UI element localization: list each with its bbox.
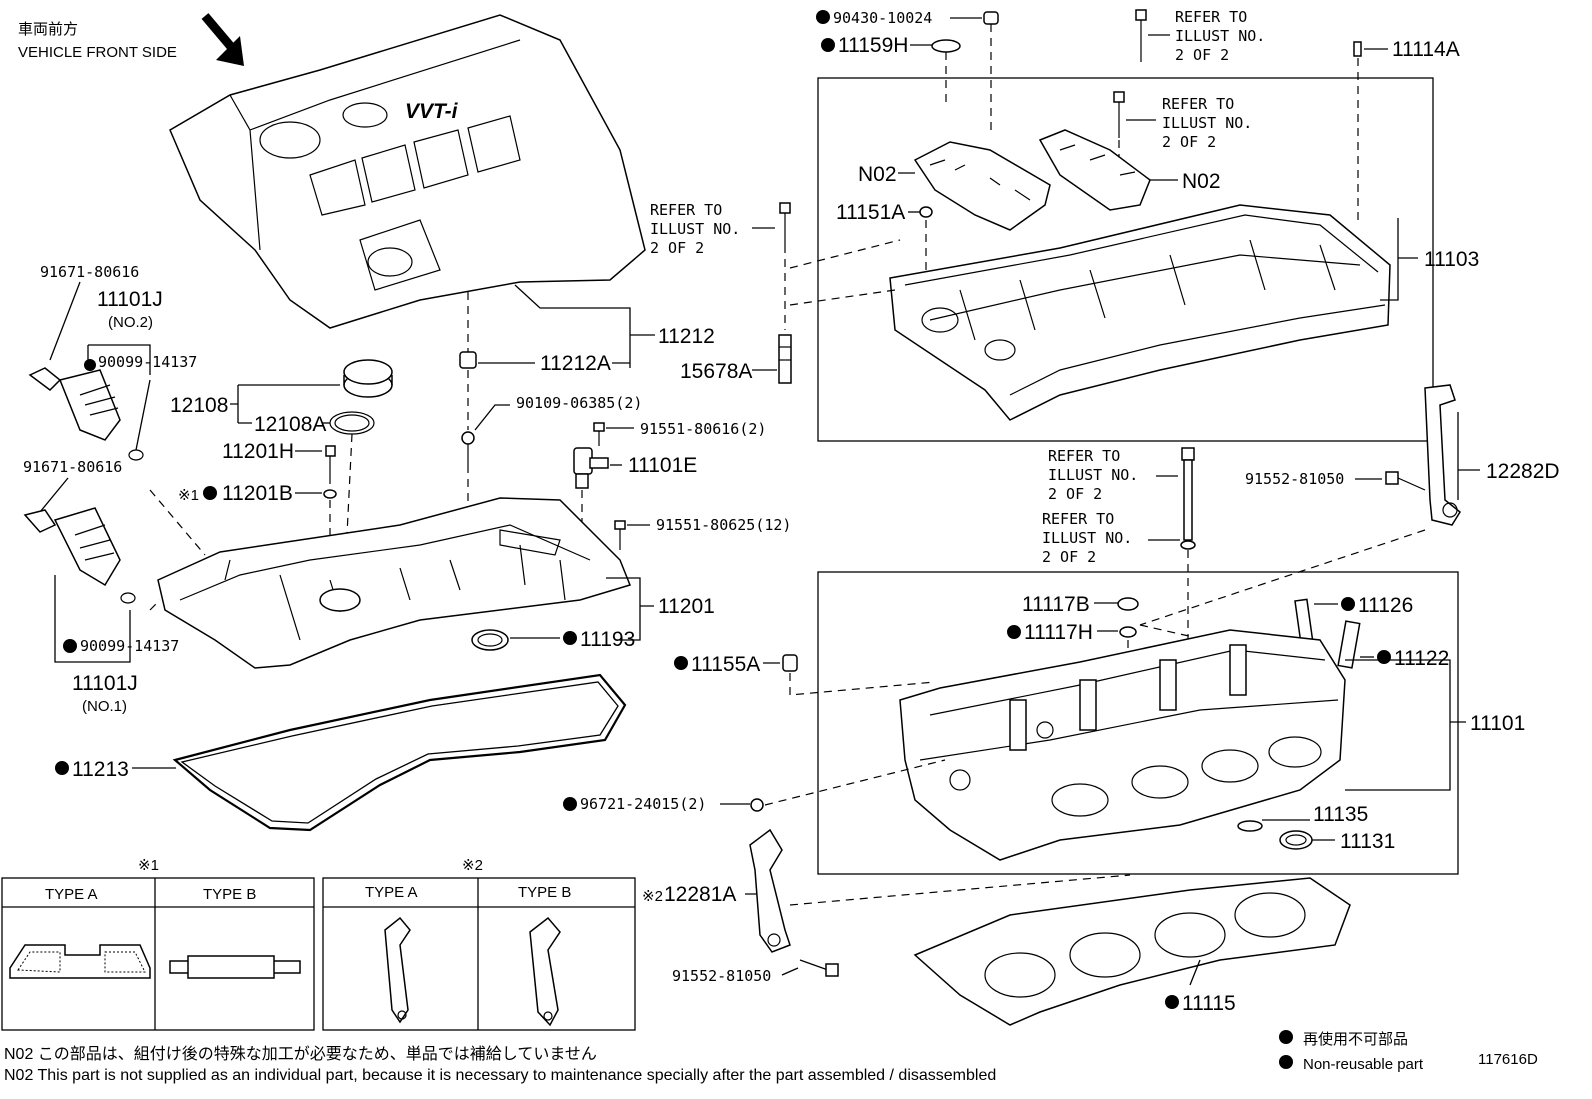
- refer-1-l3: 2 OF 2: [1175, 46, 1229, 64]
- label-11103: 11103: [1424, 248, 1479, 271]
- cylinder-head-box: [817, 571, 1459, 875]
- label-11212A: 11212A: [540, 352, 611, 375]
- engine-hanger-front: [749, 828, 791, 953]
- label-91671a: 91671-80616: [40, 263, 139, 281]
- label-11213: 11213: [72, 758, 129, 781]
- diagram-code: 117616D: [1478, 1051, 1538, 1068]
- label-11115: 11115: [1182, 992, 1236, 1015]
- refer-5-l3: 2 OF 2: [1042, 548, 1096, 566]
- refer-4-l2: ILLUST NO.: [1048, 466, 1138, 484]
- label-11117H: 11117H: [1024, 621, 1093, 644]
- label-11101E: 11101E: [628, 454, 697, 477]
- table2-col-a: TYPE A: [365, 884, 418, 901]
- label-90099a: 90099-14137: [98, 353, 197, 371]
- label-no1: (NO.1): [82, 698, 127, 715]
- label-91551a: 91551-80616(2): [640, 420, 766, 438]
- label-11122: 11122: [1394, 647, 1449, 670]
- camshaft-bearing-cap-2: [1038, 129, 1151, 211]
- label-96721: 96721-24015(2): [580, 795, 706, 813]
- orientation-jp: 車両前方: [18, 21, 78, 38]
- label-11117B: 11117B: [1022, 593, 1090, 616]
- refer-3-l2: ILLUST NO.: [650, 220, 740, 238]
- label-90109: 90109-06385(2): [516, 394, 642, 412]
- table1-col-a: TYPE A: [45, 886, 98, 903]
- table2-mark: ※2: [462, 857, 483, 874]
- camshaft-housing-box: [817, 77, 1434, 442]
- label-11101Ja: 11101J: [97, 288, 163, 311]
- oil-filler-cap: [343, 359, 393, 398]
- label-n02a: N02: [858, 163, 897, 186]
- label-91552b: 91552-81050: [672, 967, 771, 985]
- label-n02b: N02: [1182, 170, 1221, 193]
- refer-2-l1: REFER TO: [1162, 95, 1234, 113]
- legend-jp: 再使用不可部品: [1303, 1031, 1408, 1048]
- label-11151A: 11151A: [836, 201, 905, 224]
- refer-4-l1: REFER TO: [1048, 447, 1120, 465]
- engine-hanger-rear: [1424, 384, 1461, 526]
- label-12281A: 12281A: [664, 883, 736, 906]
- oil-control-valve-no2: [28, 367, 121, 441]
- table1-col-b: TYPE B: [203, 886, 256, 903]
- type-table-1: TYPE A TYPE B: [1, 877, 315, 1031]
- oil-control-valve-no1: [23, 507, 121, 587]
- refer-3-l3: 2 OF 2: [650, 239, 704, 257]
- note-jp: N02 この部品は、組付け後の特殊な加工が必要なため、単品では補給していません: [4, 1045, 597, 1063]
- label-11159H: 11159H: [838, 34, 908, 57]
- label-11101: 11101: [1470, 712, 1525, 735]
- label-91551b: 91551-80625(12): [656, 516, 791, 534]
- refer-5-l1: REFER TO: [1042, 510, 1114, 528]
- label-11101Jb: 11101J: [72, 672, 138, 695]
- label-no2: (NO.2): [108, 314, 153, 331]
- refer-2-l2: ILLUST NO.: [1162, 114, 1252, 132]
- type-table-2: TYPE A TYPE B: [322, 877, 636, 1031]
- mark-star2: ※2: [642, 888, 663, 905]
- label-11201H: 11201H: [222, 440, 294, 463]
- cylinder-head-cover: [157, 497, 632, 669]
- svg-text:VVT-i: VVT-i: [405, 100, 459, 123]
- label-11131: 11131: [1340, 830, 1395, 853]
- label-11212: 11212: [658, 325, 715, 348]
- front-arrow-icon: [201, 13, 244, 66]
- note-en: N02 This part is not supplied as an indi…: [4, 1067, 996, 1084]
- table2-col-b: TYPE B: [518, 884, 571, 901]
- label-15678A: 15678A: [680, 360, 752, 383]
- label-90099b: 90099-14137: [80, 637, 179, 655]
- cylinder-head: [899, 629, 1346, 861]
- label-11126: 11126: [1358, 594, 1413, 617]
- label-12108: 12108: [170, 394, 228, 417]
- refer-3-l1: REFER TO: [650, 201, 722, 219]
- label-11193: 11193: [580, 628, 635, 651]
- mark-star1: ※1: [178, 487, 199, 504]
- camshaft-bearing-cap-1: [913, 141, 1051, 231]
- refer-1-l2: ILLUST NO.: [1175, 27, 1265, 45]
- label-91671b: 91671-80616: [23, 458, 122, 476]
- legend-en: Non-reusable part: [1303, 1056, 1424, 1073]
- label-12108A: 12108A: [254, 413, 326, 436]
- refer-5-l2: ILLUST NO.: [1042, 529, 1132, 547]
- bolt-91552-a: [1385, 471, 1426, 491]
- cam-position-sensor: [573, 447, 609, 489]
- refer-4-l3: 2 OF 2: [1048, 485, 1102, 503]
- label-90430: 90430-10024: [833, 9, 932, 27]
- label-11114A: 11114A: [1392, 38, 1460, 61]
- label-91552a: 91552-81050: [1245, 470, 1344, 488]
- label-11201B: 11201B: [222, 482, 293, 505]
- bolt-91552-b: [799, 959, 839, 977]
- cylinder-head-gasket: [913, 877, 1351, 1026]
- refer-2-l3: 2 OF 2: [1162, 133, 1216, 151]
- orientation-en: VEHICLE FRONT SIDE: [18, 44, 177, 61]
- engine-cover: VVT-i: [169, 14, 646, 329]
- label-11201: 11201: [658, 595, 715, 618]
- camshaft-housing: [889, 204, 1391, 421]
- label-11135: 11135: [1313, 803, 1368, 826]
- label-12282D: 12282D: [1486, 460, 1560, 483]
- refer-1-l1: REFER TO: [1175, 8, 1247, 26]
- table1-mark: ※1: [138, 857, 159, 874]
- label-11155A: 11155A: [691, 653, 760, 676]
